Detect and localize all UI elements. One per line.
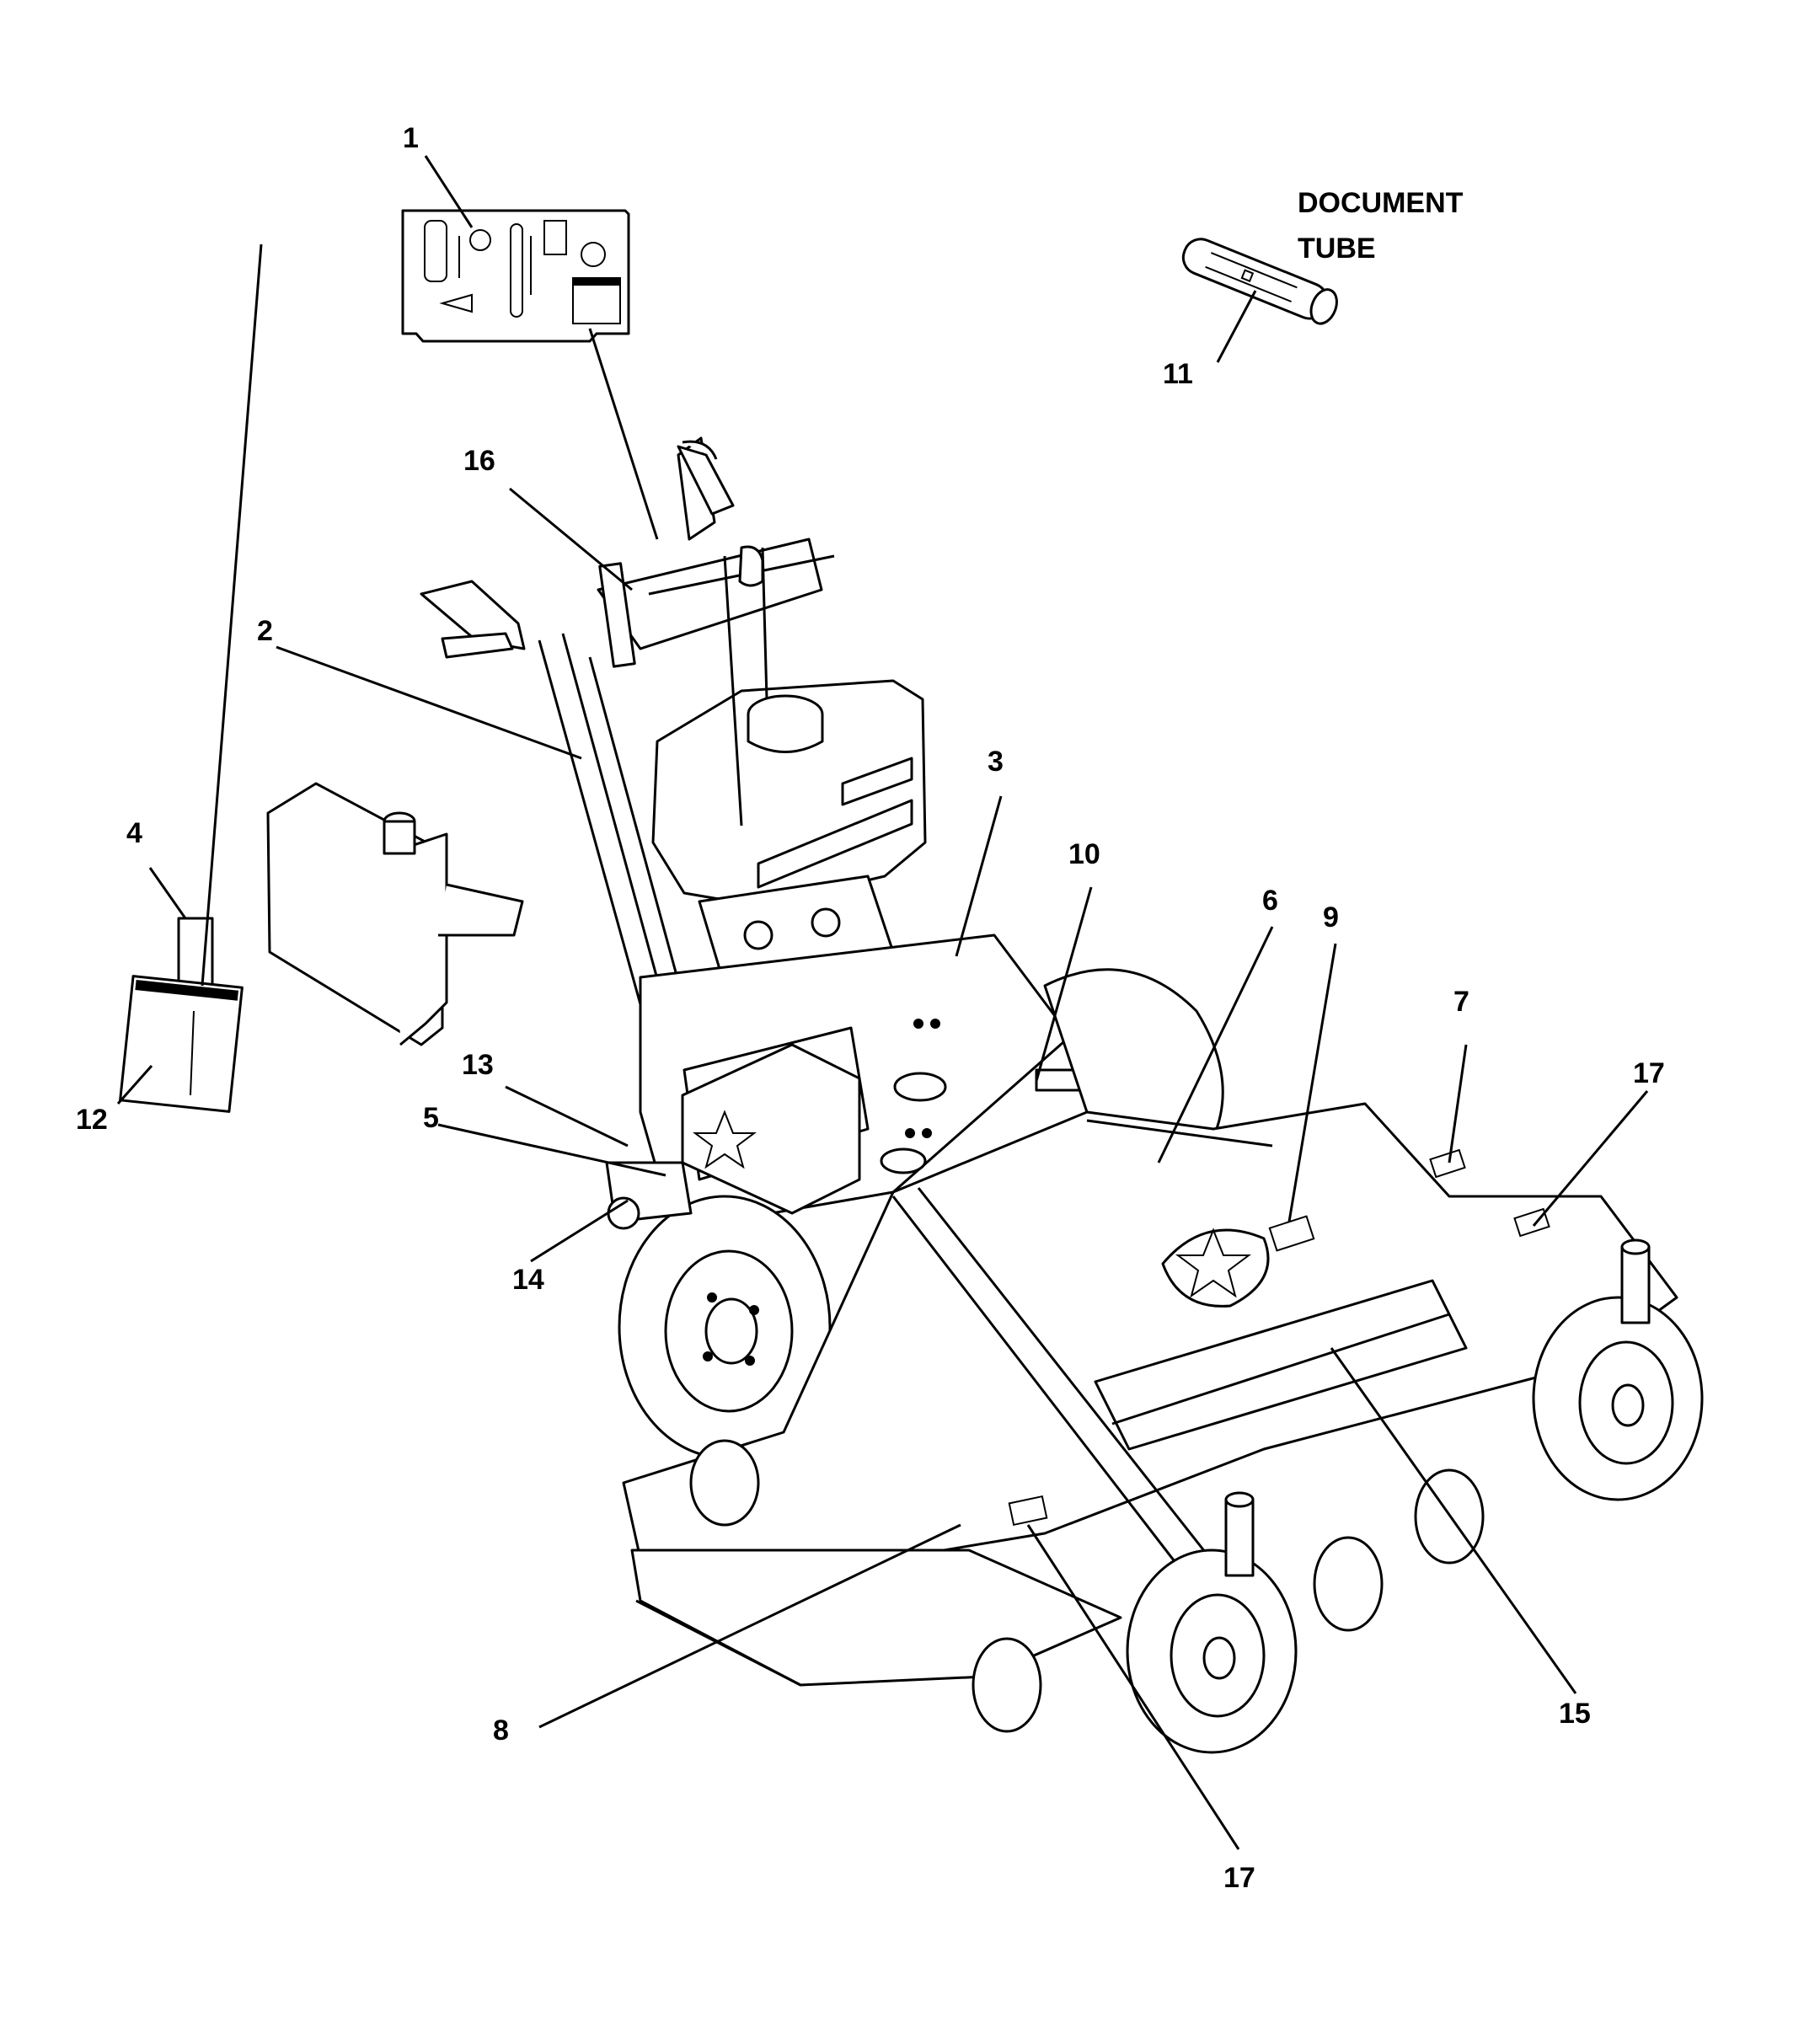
document-tube-line1: DOCUMENT [1298,187,1464,219]
callout-12: 12 [76,1104,108,1136]
callout-13: 13 [462,1049,494,1081]
left-drive-wheel [618,1195,832,1459]
callout-4: 4 [126,817,142,849]
callout-10: 10 [1068,838,1100,870]
callout-6: 6 [1262,885,1278,917]
callout-17b: 17 [1223,1862,1255,1894]
callout-14: 14 [512,1264,544,1296]
callout-1: 1 [403,122,419,154]
callout-2: 2 [257,615,273,647]
callout-15: 15 [1559,1698,1591,1730]
side-cover [605,1043,861,1230]
leader-lines [116,155,1649,1850]
document-tube [1181,238,1338,325]
callout-11: 11 [1163,358,1193,390]
control-panel-decal [401,209,630,343]
callout-9: 9 [1323,901,1339,933]
handle-assembly [420,436,835,1096]
callout-8: 8 [493,1714,509,1747]
right-drive-wheel [1043,968,1224,1139]
right-front-caster [1532,1238,1704,1501]
document-tube-line2: TUBE [1298,233,1376,265]
callout-16: 16 [463,445,495,477]
discharge-chute [630,1549,1122,1687]
engine-fuel-tank [651,679,927,987]
callout-3: 3 [988,746,1004,778]
tank-decal-inset [119,782,524,1113]
callout-17a: 17 [1633,1057,1665,1089]
left-front-caster [1126,1491,1298,1754]
callout-5: 5 [423,1102,439,1134]
callout-7: 7 [1453,986,1469,1018]
